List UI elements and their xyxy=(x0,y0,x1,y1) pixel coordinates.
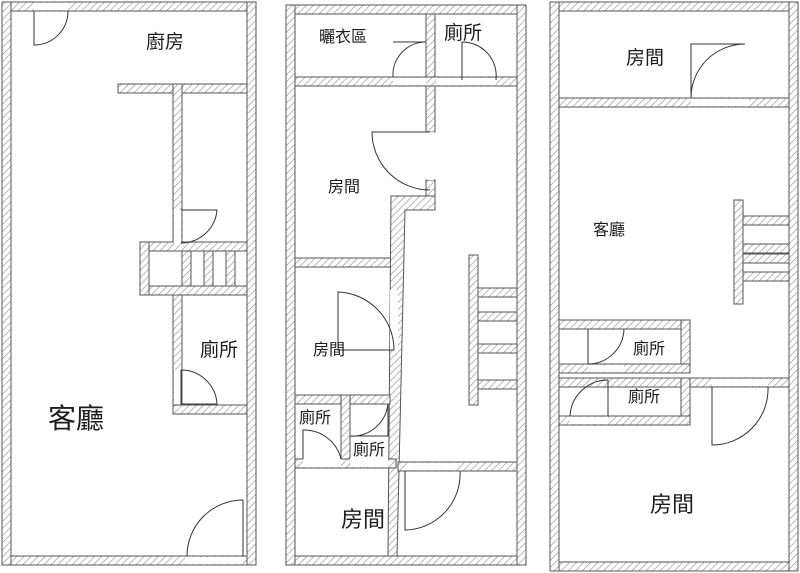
floor-2-doors xyxy=(302,41,497,531)
floor-3-walls xyxy=(549,1,799,572)
floor-3-doors xyxy=(569,43,769,446)
label-room-f3-top: 房間 xyxy=(626,47,665,69)
floor-1-doors xyxy=(33,10,244,557)
floor-1-openings xyxy=(34,3,243,564)
floor-2-walls xyxy=(285,4,527,566)
label-room-f2-bottom: 房間 xyxy=(341,508,386,533)
label-toilet-f2-top: 廁所 xyxy=(444,22,483,44)
label-kitchen: 廚房 xyxy=(146,31,185,53)
label-room-f2-upper: 房間 xyxy=(328,177,361,196)
label-toilet-f3-lower: 廁所 xyxy=(628,387,661,406)
label-room-f3-bottom: 房間 xyxy=(650,493,695,518)
label-living-room-f3: 客廳 xyxy=(593,220,626,239)
label-toilet-f3-upper: 廁所 xyxy=(633,339,666,358)
label-toilet-f2-small-left: 廁所 xyxy=(299,408,332,427)
label-toilet-f1: 廁所 xyxy=(200,339,239,361)
label-living-room-f1: 客廳 xyxy=(48,402,105,435)
floor-2-openings xyxy=(303,78,496,470)
label-toilet-f2-small-right: 廁所 xyxy=(353,440,386,459)
floor-1-walls xyxy=(1,1,257,566)
label-drying-area: 曬衣區 xyxy=(319,27,368,46)
floor-3-openings xyxy=(570,99,768,424)
label-room-f2-middle: 房間 xyxy=(313,340,346,359)
